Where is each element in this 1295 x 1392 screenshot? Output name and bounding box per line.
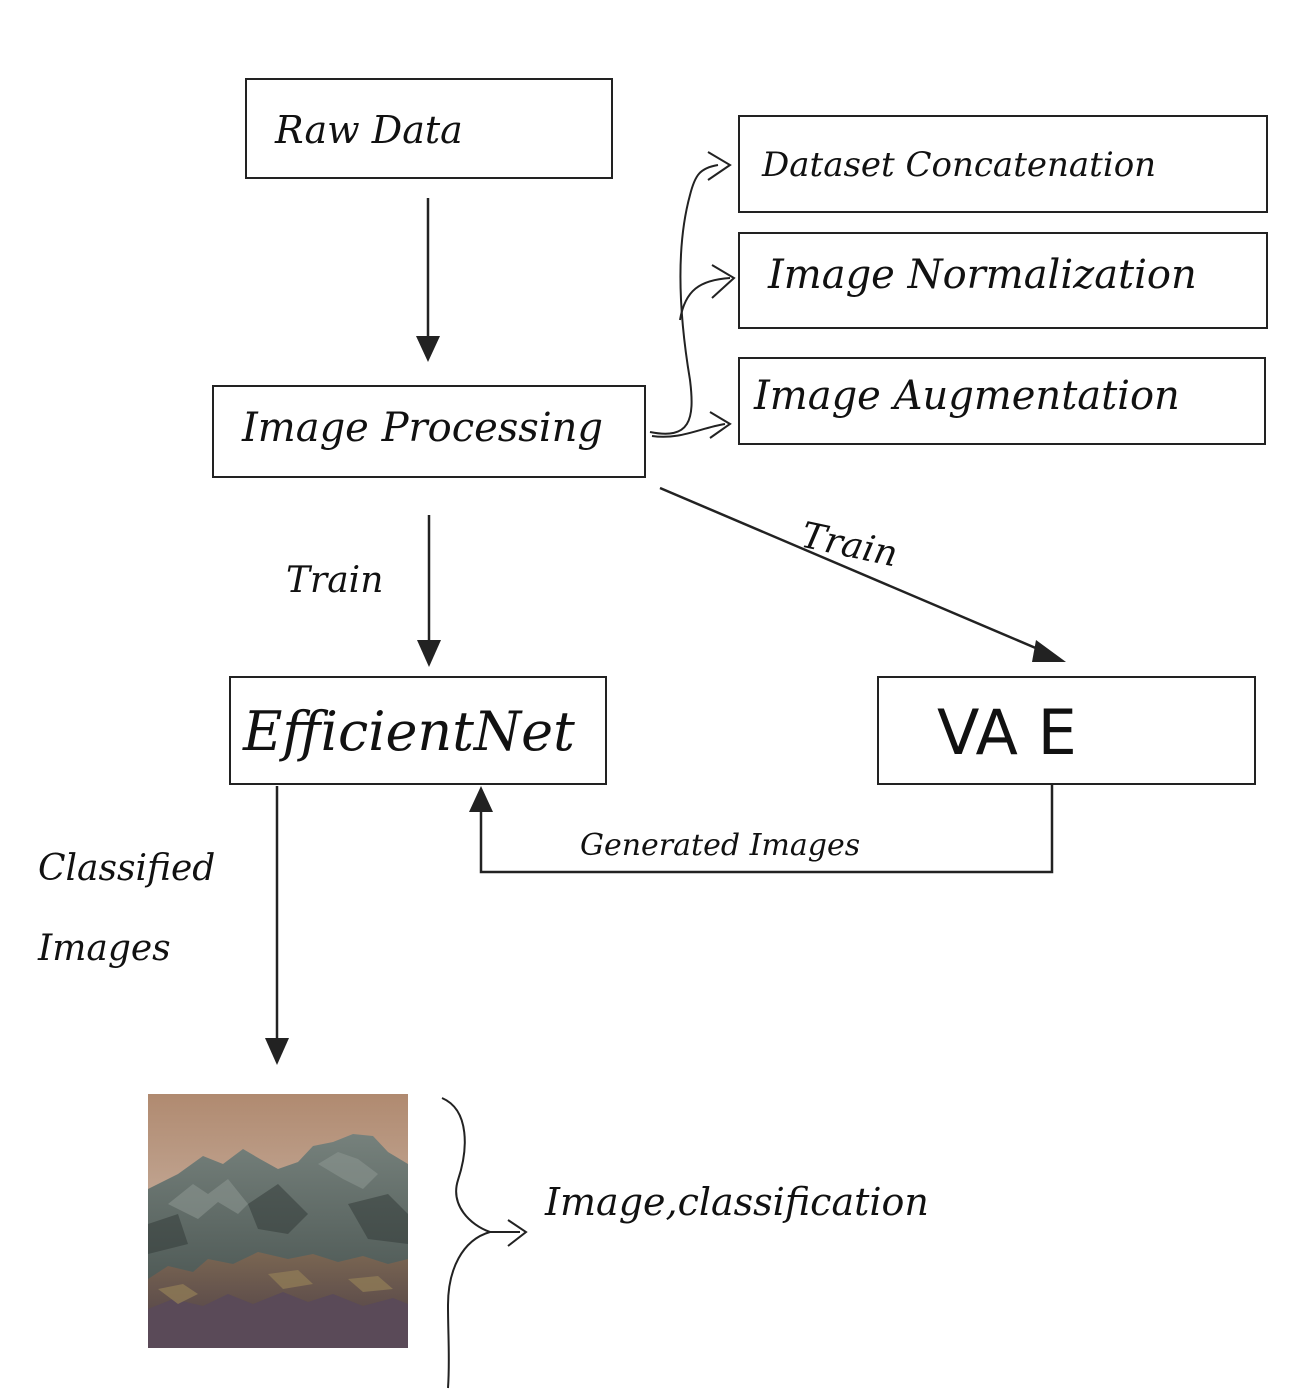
branch-curve-augmentation <box>651 423 726 438</box>
branch-arrowhead-normalization <box>711 264 736 299</box>
node-vae-label: VA E <box>937 696 1077 769</box>
mountain-shadows <box>148 1184 408 1254</box>
arrow-vae-to-efficientnet <box>479 785 1054 874</box>
mountain-highlights <box>168 1152 378 1219</box>
edge-label-generated-images: Generated Images <box>580 828 861 863</box>
node-efficientnet: EfficientNet <box>229 676 607 785</box>
landscape-image-icon <box>148 1094 408 1348</box>
arrow-processing-to-vae <box>659 486 1046 654</box>
node-dataset-concatenation-label: Dataset Concatenation <box>762 145 1157 185</box>
arrowhead-processing-to-vae <box>1032 640 1066 662</box>
arrowhead-raw-to-processing <box>416 336 440 362</box>
curly-brace <box>441 1097 494 1389</box>
edge-label-classified-line1: Classified <box>38 848 216 889</box>
node-raw-data-label: Raw Data <box>275 108 463 152</box>
branch-arrowhead-augmentation <box>709 411 732 439</box>
arrowhead-processing-to-efficientnet <box>417 640 441 667</box>
node-image-processing-label: Image Processing <box>242 405 603 451</box>
node-image-augmentation-label: Image Augmentation <box>754 373 1180 419</box>
output-label-image-classification: Image,classification <box>545 1180 929 1224</box>
edge-label-classified-line2: Images <box>38 928 171 969</box>
edge-label-train-efficientnet: Train <box>286 560 384 601</box>
node-image-augmentation: Image Augmentation <box>738 357 1266 445</box>
arrowhead-brace-to-label <box>507 1219 528 1247</box>
node-dataset-concatenation: Dataset Concatenation <box>738 115 1268 213</box>
node-image-normalization-label: Image Normalization <box>768 252 1197 298</box>
branch-curve <box>649 164 719 435</box>
branch-curve-normalization <box>679 277 731 321</box>
node-image-normalization: Image Normalization <box>738 232 1268 329</box>
node-efficientnet-label: EfficientNet <box>243 700 575 763</box>
node-image-processing: Image Processing <box>212 385 646 478</box>
branch-arrowhead-concatenation <box>707 151 732 181</box>
node-vae: VA E <box>877 676 1256 785</box>
arrowhead-efficientnet-to-output <box>265 1038 289 1065</box>
foothills-purple <box>148 1292 408 1348</box>
node-raw-data: Raw Data <box>245 78 613 179</box>
arrowhead-vae-to-efficientnet <box>469 786 493 812</box>
foothills-ochre <box>158 1270 393 1304</box>
